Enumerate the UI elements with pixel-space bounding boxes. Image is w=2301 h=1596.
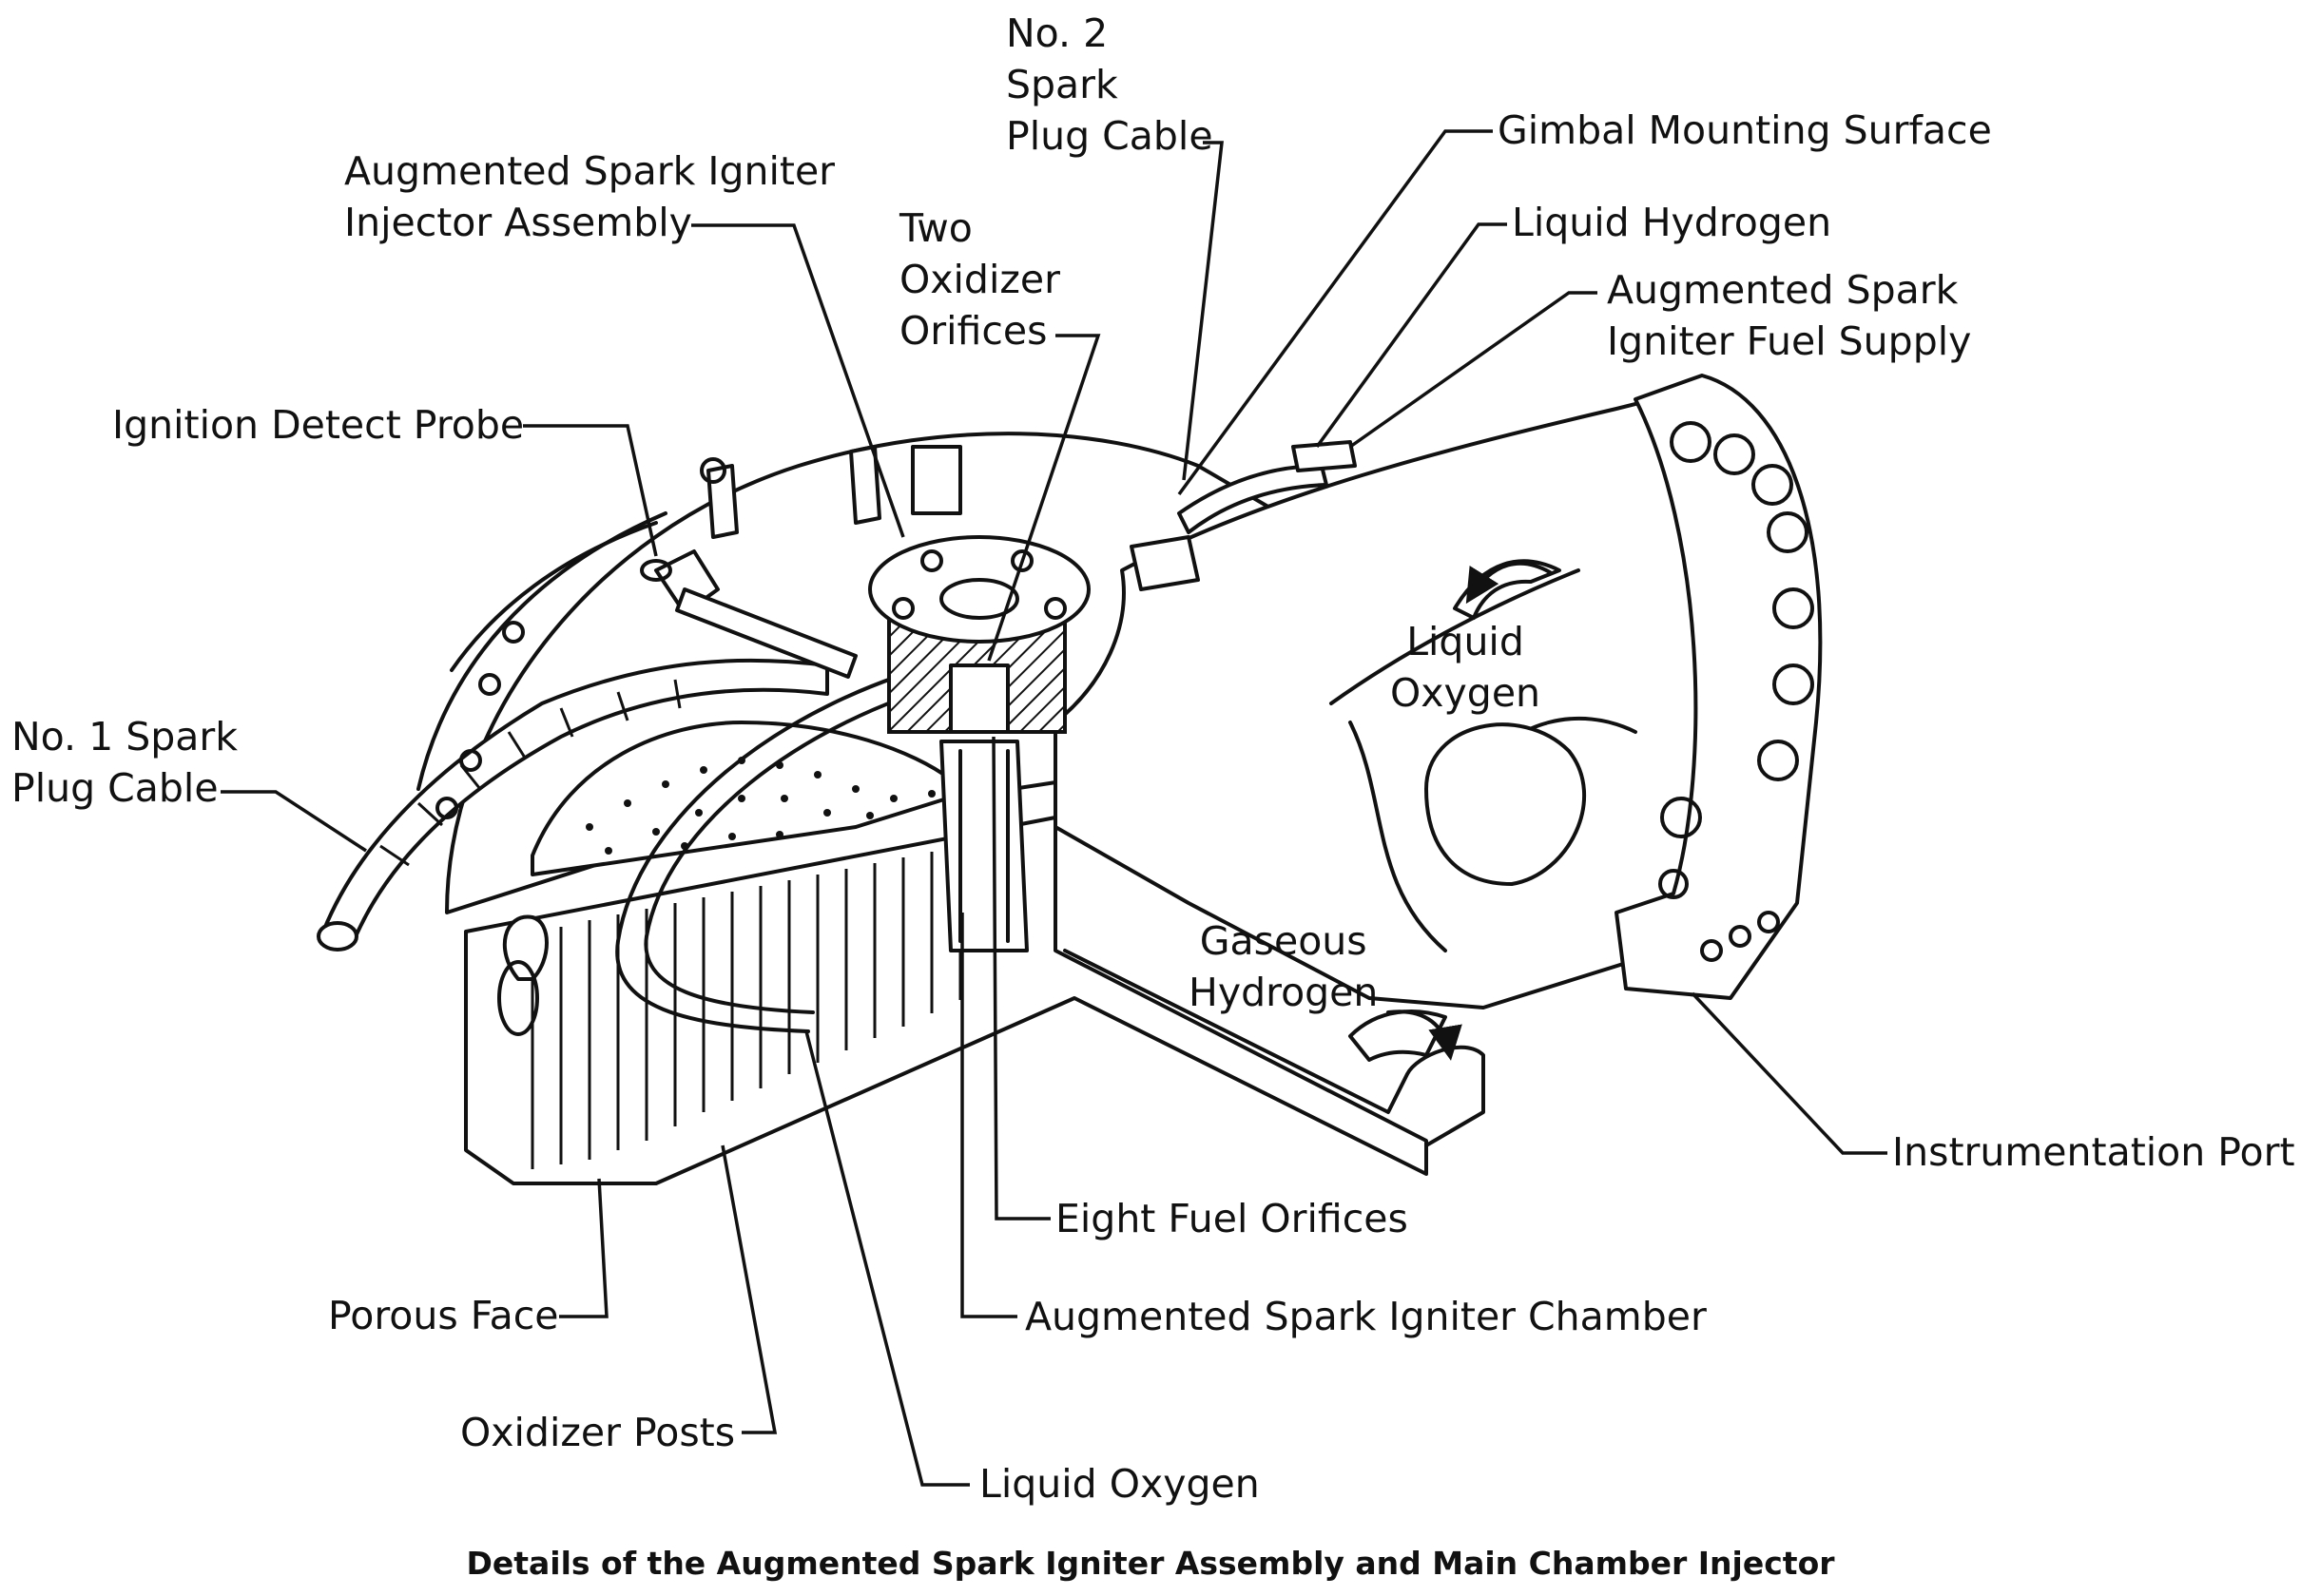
end-flange: [1615, 374, 1823, 1000]
dome-bolt-heads: [435, 457, 726, 819]
ignition-detect-probe-drawing: [640, 549, 858, 679]
label-oxidizer-posts: Oxidizer Posts: [460, 1410, 736, 1455]
label-line: Oxygen: [1390, 670, 1541, 716]
label-line: Hydrogen: [1189, 970, 1379, 1015]
label-no1-spark-plug-cable: No. 1 Spark Plug Cable: [11, 711, 238, 814]
label-line: Liquid: [1406, 619, 1524, 664]
label-two-oxidizer-orifices: Two Oxidizer Orifices: [899, 202, 1060, 356]
label-ignition-detect-probe: Ignition Detect Probe: [112, 402, 525, 448]
label-line: Two: [899, 205, 973, 251]
label-gaseous-hydrogen-flow: Gaseous Hydrogen: [1189, 915, 1378, 1018]
label-line: Plug Cable: [11, 765, 219, 811]
label-line: No. 1 Spark: [11, 714, 238, 760]
label-line: Orifices: [899, 308, 1048, 354]
no2-spark-plug-cable-drawing: [615, 659, 962, 1033]
label-line: No. 2: [1006, 10, 1109, 56]
label-no2-spark-plug-cable: No. 2 Spark Plug Cable: [1006, 8, 1213, 162]
label-line: Injector Assembly: [344, 200, 692, 245]
label-instrumentation-port: Instrumentation Port: [1892, 1129, 2295, 1175]
asi-injector-assembly-drawing: [868, 535, 1091, 734]
label-liquid-hydrogen: Liquid Hydrogen: [1512, 200, 1832, 245]
label-eight-fuel-orifices: Eight Fuel Orifices: [1055, 1196, 1408, 1241]
label-asi-injector-assembly: Augmented Spark Igniter Injector Assembl…: [344, 145, 835, 248]
label-liquid-oxygen-flow: Liquid Oxygen: [1390, 616, 1540, 719]
label-line: Augmented Spark: [1607, 267, 1959, 313]
label-line: Igniter Fuel Supply: [1607, 318, 1972, 364]
label-porous-face: Porous Face: [328, 1293, 559, 1338]
asi-chamber-drawing: [939, 740, 1029, 952]
gimbal-fittings: [706, 440, 1357, 591]
figure-caption: Details of the Augmented Spark Igniter A…: [466, 1545, 1835, 1582]
oxidizer-manifold: [1054, 388, 1780, 1010]
label-line: Plug Cable: [1006, 113, 1213, 159]
label-line: Augmented Spark Igniter: [344, 148, 836, 194]
label-liquid-oxygen-bottom: Liquid Oxygen: [979, 1461, 1260, 1507]
leader-lines: [221, 129, 1887, 1487]
label-asi-chamber: Augmented Spark Igniter Chamber: [1025, 1294, 1707, 1339]
label-asi-fuel-supply: Augmented Spark Igniter Fuel Supply: [1607, 264, 1971, 367]
label-gimbal-mounting-surface: Gimbal Mounting Surface: [1498, 107, 1992, 153]
label-line: Gaseous: [1199, 918, 1367, 964]
label-line: Spark: [1006, 62, 1118, 107]
flow-arrows: [1348, 559, 1561, 1062]
no1-spark-plug-cable-drawing: [317, 658, 829, 952]
porous-face-region: [531, 721, 1010, 876]
label-line: Oxidizer: [899, 257, 1060, 302]
